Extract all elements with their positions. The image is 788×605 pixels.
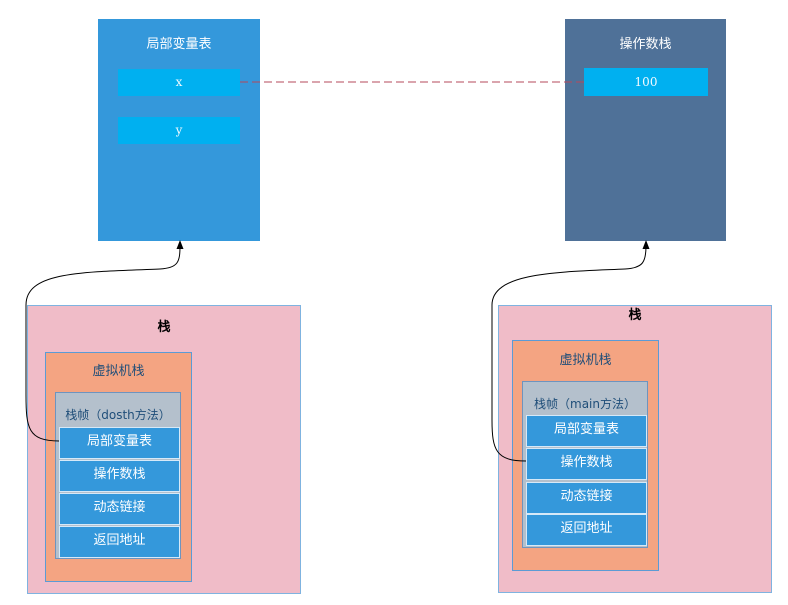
frame-dosth-title: 栈帧（dosth方法） xyxy=(65,408,171,422)
frame-dosth-local-variable-table: 局部变量表 xyxy=(59,427,180,459)
frame-main-title: 栈帧（main方法） xyxy=(534,397,636,411)
operand-stack-title: 操作数栈 xyxy=(619,37,672,52)
frame-main-local-variable-table: 局部变量表 xyxy=(526,415,647,447)
local-variable-table-box: 局部变量表 x y xyxy=(98,19,260,241)
slot-x: x xyxy=(118,69,240,96)
arrow-dosth-head xyxy=(176,240,184,249)
slot-100: 100 xyxy=(584,68,708,96)
frame-dosth-operand-stack: 操作数栈 xyxy=(59,460,180,492)
frame-main-return-address: 返回地址 xyxy=(526,514,647,546)
frame-dosth-dynamic-link: 动态链接 xyxy=(59,493,180,525)
frame-main-operand-stack: 操作数栈 xyxy=(526,448,647,480)
slot-y: y xyxy=(118,117,240,144)
operand-stack-box: 操作数栈 100 xyxy=(565,19,726,241)
arrow-main-head xyxy=(642,240,650,249)
frame-main-dynamic-link: 动态链接 xyxy=(526,482,647,514)
frame-dosth-return-address: 返回地址 xyxy=(59,526,180,558)
vm-stack-left-title: 虚拟机栈 xyxy=(92,364,145,379)
stack-left-title: 栈 xyxy=(157,320,171,335)
stack-right-title: 栈 xyxy=(628,308,642,323)
local-variable-table-title: 局部变量表 xyxy=(146,37,212,52)
vm-stack-right-title: 虚拟机栈 xyxy=(559,353,612,368)
